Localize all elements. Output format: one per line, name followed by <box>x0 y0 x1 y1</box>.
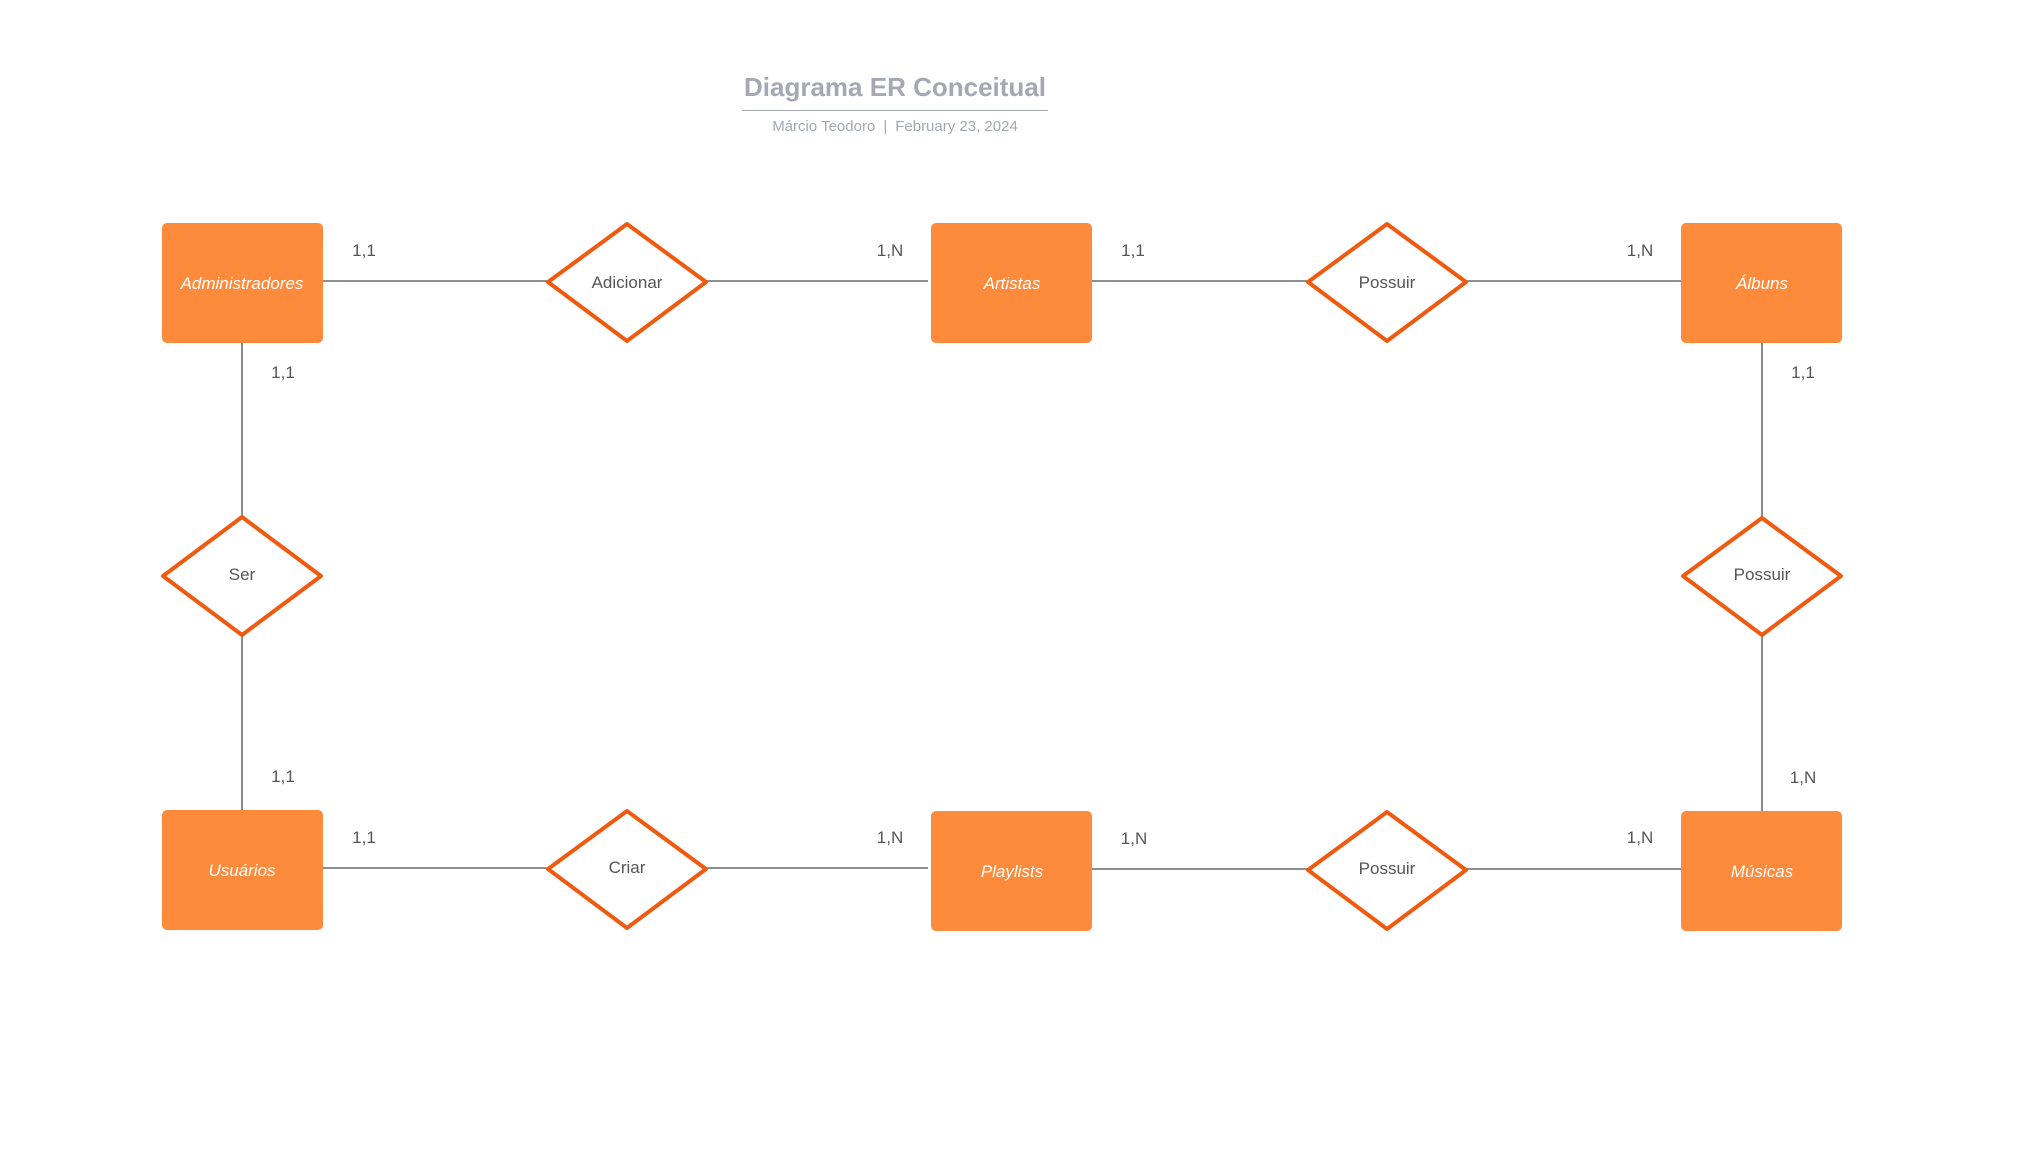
relationship-adicionar[interactable] <box>546 222 708 343</box>
entities: Administradores Artistas Álbuns Usuários… <box>162 223 1842 931</box>
relationship-possuir-top-label: Possuir <box>1359 273 1416 292</box>
cardinality-playlists-possuir: 1,N <box>1121 829 1147 848</box>
entity-usuarios[interactable] <box>162 810 323 930</box>
cardinality-possuir-musicas: 1,N <box>1790 768 1816 787</box>
entity-administradores[interactable] <box>162 223 323 343</box>
connector-lines <box>241 280 1763 870</box>
cardinality-ser-usuarios: 1,1 <box>271 767 295 786</box>
author-name: Márcio Teodoro <box>772 118 876 135</box>
entity-usuarios-label: Usuários <box>208 861 276 880</box>
entity-artistas[interactable] <box>931 223 1092 343</box>
entity-albuns[interactable] <box>1681 223 1842 343</box>
entity-musicas[interactable] <box>1681 811 1842 931</box>
cardinality-adicionar-artistas: 1,N <box>877 241 903 260</box>
title-underline <box>742 110 1048 111</box>
relationship-ser-label: Ser <box>229 565 256 584</box>
relationship-possuir-right[interactable] <box>1681 516 1843 637</box>
relationship-adicionar-label: Adicionar <box>592 273 663 292</box>
relationship-labels: Adicionar Possuir Ser Possuir Criar Poss… <box>229 273 1791 878</box>
entity-playlists-label: Playlists <box>981 862 1044 881</box>
relationship-criar-label: Criar <box>609 858 646 877</box>
cardinality-artistas-possuir: 1,1 <box>1121 241 1145 260</box>
diagram-subtitle: Márcio Teodoro | February 23, 2024 <box>700 118 1090 135</box>
cardinality-labels: 1,1 1,N 1,1 1,N 1,1 1,1 1,1 1,N 1,1 1,N … <box>271 241 1816 848</box>
cardinality-albuns-possuir: 1,1 <box>1791 363 1815 382</box>
relationship-criar[interactable] <box>546 809 708 930</box>
cardinality-possuir-musicas-bottom: 1,N <box>1627 828 1653 847</box>
entity-artistas-label: Artistas <box>983 274 1041 293</box>
diagram-title: Diagrama ER Conceitual <box>744 72 1046 102</box>
cardinality-possuir-albuns: 1,N <box>1627 241 1653 260</box>
diagram-date: February 23, 2024 <box>895 118 1018 135</box>
entity-playlists[interactable] <box>931 811 1092 931</box>
relationship-possuir-right-label: Possuir <box>1734 565 1791 584</box>
cardinality-usuarios-criar: 1,1 <box>352 828 376 847</box>
entity-administradores-label: Administradores <box>180 274 304 293</box>
relationship-possuir-bottom[interactable] <box>1306 810 1468 931</box>
subtitle-separator: | <box>883 118 888 135</box>
entity-musicas-label: Músicas <box>1731 862 1794 881</box>
relationship-possuir-top[interactable] <box>1306 222 1468 343</box>
entity-albuns-label: Álbuns <box>1735 274 1788 293</box>
cardinality-adm-ser: 1,1 <box>271 363 295 382</box>
cardinality-criar-playlists: 1,N <box>877 828 903 847</box>
relationship-ser[interactable] <box>161 515 323 637</box>
cardinality-adm-adicionar: 1,1 <box>352 241 376 260</box>
relationships <box>161 222 1843 931</box>
relationship-possuir-bottom-label: Possuir <box>1359 859 1416 878</box>
